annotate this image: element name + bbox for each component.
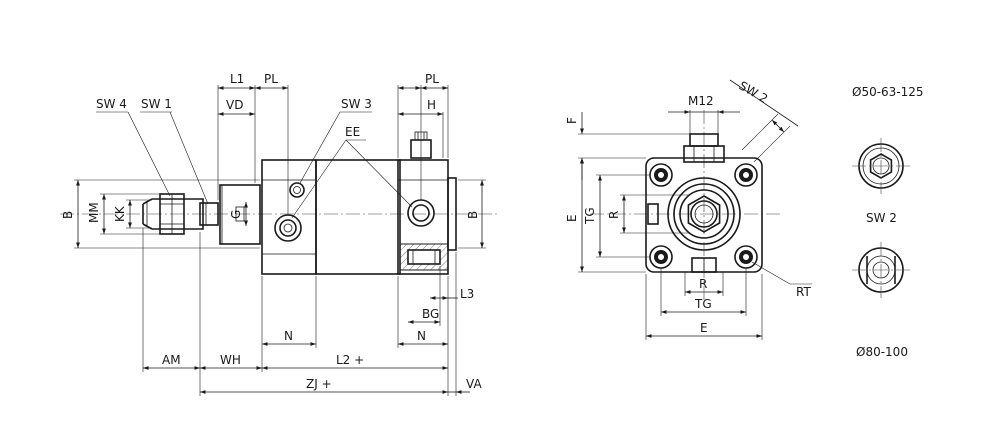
label-tg-horizontal: TG (694, 297, 712, 311)
label-l1: L1 (230, 72, 244, 86)
label-e-horizontal: E (700, 321, 708, 335)
label-pl-right: PL (425, 72, 439, 86)
label-am: AM (162, 353, 181, 367)
label-h: H (427, 98, 436, 112)
corner-screw-top-left (649, 163, 673, 187)
label-sw3: SW 3 (341, 97, 372, 111)
front-extension-lines (578, 110, 812, 340)
rear-insert-section (399, 243, 449, 271)
label-kk: KK (113, 205, 127, 222)
corner-screw-bottom-right (734, 245, 758, 269)
label-f: F (565, 117, 579, 124)
front-bushing (219, 184, 261, 245)
detail-flat-bushing (852, 242, 910, 298)
front-port-m12 (683, 133, 725, 163)
label-e-vertical: E (565, 214, 579, 222)
label-sw2: SW 2 (737, 78, 771, 106)
label-bg: BG (422, 307, 439, 321)
side-leaders (96, 111, 413, 219)
label-r-vertical: R (607, 211, 621, 219)
front-side-tab (647, 203, 659, 225)
label-l3: L3 (460, 287, 474, 301)
corner-screw-top-right (734, 163, 758, 187)
piston-rod (142, 198, 204, 230)
front-center-bushing (667, 177, 741, 251)
label-n-right: N (417, 329, 426, 343)
label-b-left: B (61, 211, 75, 219)
label-pl-left: PL (264, 72, 278, 86)
label-rt: RT (796, 285, 811, 299)
front-port (274, 214, 302, 242)
lock-nut (159, 193, 185, 235)
caption-d50-63-125: Ø50-63-125 (852, 85, 924, 99)
front-view: M12 SW 2 F E TG R R TG E RT (565, 78, 812, 340)
detail-hex-bushing (852, 138, 910, 194)
label-va: VA (466, 377, 482, 391)
label-n-left: N (284, 329, 293, 343)
rear-end-plate (447, 177, 457, 251)
side-extension-lines (74, 85, 486, 396)
front-cover (261, 159, 317, 275)
side-view: SW 4 SW 1 SW 3 EE L1 PL VD PL H B MM KK … (60, 72, 500, 396)
label-b-right: B (466, 211, 480, 219)
side-dimension-lines (76, 86, 484, 394)
cylinder-barrel (315, 159, 401, 275)
corner-screw-bottom-left (649, 245, 673, 269)
label-m12: M12 (688, 94, 714, 108)
label-sw4: SW 4 (96, 97, 127, 111)
label-mm: MM (87, 202, 101, 223)
label-g: G (229, 210, 243, 219)
label-r-horizontal: R (699, 277, 707, 291)
label-tg-vertical: TG (583, 207, 597, 225)
label-wh: WH (220, 353, 241, 367)
label-l2: L2 + (336, 353, 364, 367)
front-dimension-lines (580, 79, 799, 338)
rod-wrench-flats (199, 202, 219, 226)
caption-d80-100: Ø80-100 (856, 345, 908, 359)
detail-views: Ø50-63-125 SW 2 Ø80-100 (852, 85, 924, 359)
side-labels: SW 4 SW 1 SW 3 EE L1 PL VD PL H B MM KK … (61, 72, 482, 391)
front-bottom-tab (691, 257, 717, 273)
rear-port (407, 199, 435, 227)
screw-sw3 (289, 182, 305, 198)
label-sw1: SW 1 (141, 97, 172, 111)
label-zj: ZJ + (306, 377, 332, 391)
caption-sw2: SW 2 (866, 211, 897, 225)
label-vd: VD (226, 98, 243, 112)
label-ee: EE (345, 125, 360, 139)
